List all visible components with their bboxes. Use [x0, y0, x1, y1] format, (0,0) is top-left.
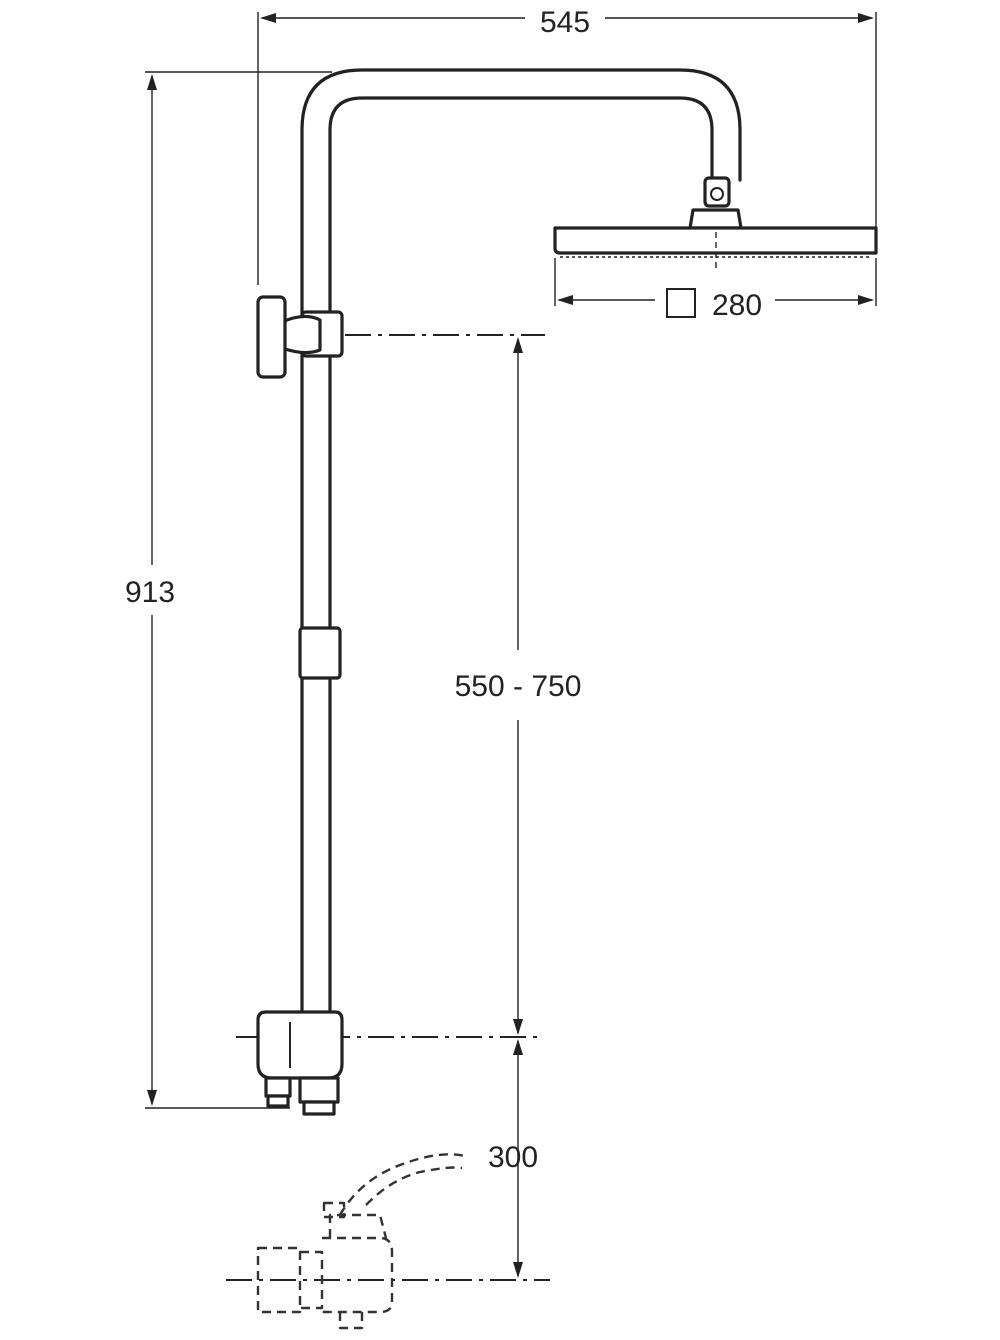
adjustable-height-dimension: 550 - 750 [345, 334, 582, 1035]
shower-pipe [300, 68, 742, 1017]
diverter-body [256, 1010, 344, 1116]
square-symbol-icon [666, 288, 696, 318]
head-size-dimension: 280 [554, 258, 877, 322]
width-label: 545 [540, 6, 590, 39]
shower-head [553, 208, 878, 272]
height-label: 913 [125, 576, 175, 609]
hand-shower-holder [256, 295, 344, 379]
mixer-distance-label: 300 [488, 1141, 538, 1174]
head-size-label: 280 [712, 289, 762, 322]
width-dimension: 545 [257, 6, 877, 285]
mixer-faucet-outline [256, 1153, 466, 1330]
mixer-distance-dimension: 300 [226, 1036, 550, 1281]
adjustment-sleeve [298, 626, 342, 680]
height-dimension: 913 [125, 71, 332, 1109]
adjustable-height-label: 550 - 750 [455, 670, 582, 703]
